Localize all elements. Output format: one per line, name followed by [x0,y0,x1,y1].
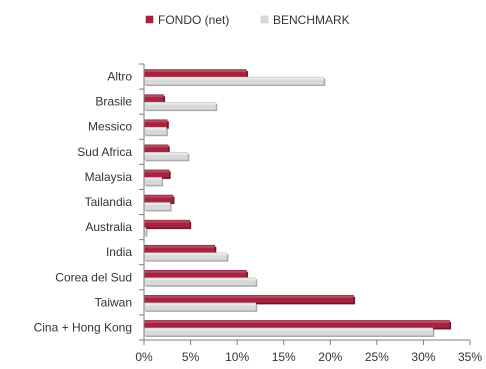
bar-highlight [144,70,247,73]
bar-highlight [144,77,324,80]
bar-highlight [144,320,450,323]
bar-highlight [144,195,173,198]
bar-highlight [144,95,164,98]
bar-highlight [144,145,169,148]
bar-highlight [144,177,162,180]
bar-shadow [145,229,148,237]
bar-highlight [144,220,190,223]
legend-swatch-benchmark [260,15,269,24]
category-label: Altro [107,70,132,84]
value-axis: 0% 5% 10% 15% 20% 25% 30% 35% [135,339,482,364]
bar-highlight [144,170,170,173]
bar-highlight [144,120,168,123]
bar-highlight [144,328,433,331]
legend-label-fondo: FONDO (net) [158,13,229,27]
category-label: Malaysia [85,170,133,184]
bars-group [143,69,452,337]
category-label: Australia [85,220,132,234]
bar-highlight [144,203,171,205]
value-tick-label: 10% [225,350,249,364]
category-label: Cina + Hong Kong [34,320,132,334]
bar-highlight [144,303,256,306]
bar-highlight [144,278,256,281]
bar-highlight [144,270,247,273]
value-tick-label: 20% [318,350,342,364]
value-tick-label: 25% [365,350,389,364]
bar-highlight [144,102,216,105]
category-label: Sud Africa [77,145,132,159]
value-tick-label: 30% [411,350,435,364]
category-label: Corea del Sud [55,270,132,284]
legend-label-benchmark: BENCHMARK [273,13,350,27]
bar-highlight [144,152,188,155]
value-tick-label: 5% [182,350,200,364]
category-label: Tailandia [85,195,133,209]
bar-highlight [144,228,146,231]
category-label: India [106,245,132,259]
value-tick-label: 0% [135,350,153,364]
legend-swatch-fondo [145,15,154,24]
legend: FONDO (net) BENCHMARK [145,13,350,27]
bar-highlight [144,295,354,298]
bar-highlight [144,245,215,248]
bar-highlight [144,127,167,130]
category-label: Messico [88,120,132,134]
category-label: Taiwan [95,295,132,309]
bar-highlight [144,253,227,256]
value-tick-label: 15% [272,350,296,364]
value-tick-label: 35% [458,350,482,364]
category-label: Brasile [95,95,132,109]
